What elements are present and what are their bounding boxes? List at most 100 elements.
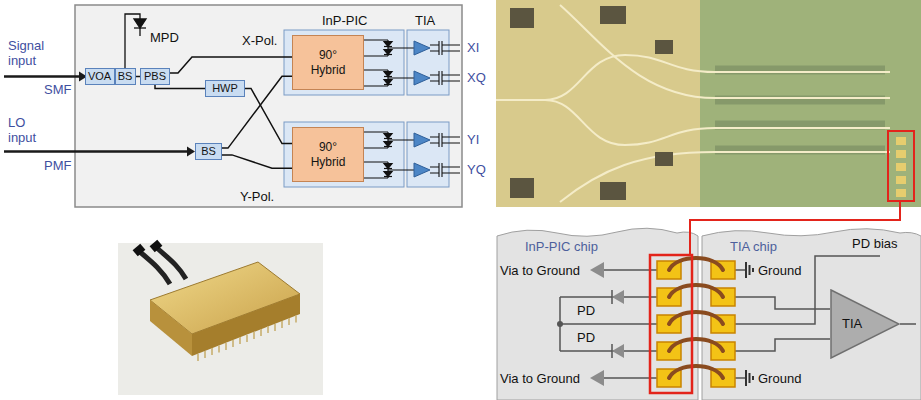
node-text: BS — [201, 145, 216, 157]
output-wires — [430, 163, 460, 177]
polarization-label: X-Pol. — [242, 33, 277, 48]
chip-photo — [560, 5, 890, 98]
module-photo — [150, 300, 192, 356]
photodiode-symbol — [557, 290, 624, 358]
component-box: BS — [195, 143, 222, 160]
chip-photo — [510, 8, 534, 28]
component-label: InP-PIC — [322, 13, 368, 28]
bond-wire — [669, 366, 723, 378]
chip-photo — [715, 70, 885, 150]
balanced-photodiodes — [384, 46, 392, 47]
balanced-photodiodes — [364, 162, 414, 178]
hybrid-box: 90° Hybrid — [292, 35, 364, 90]
balanced-photodiodes — [384, 142, 392, 147]
component-label: Ground — [758, 263, 801, 278]
chip-photo — [545, 55, 890, 100]
via-to-ground-symbol — [590, 262, 604, 278]
photodiode-symbol — [557, 321, 563, 327]
balanced-photodiodes — [364, 40, 414, 56]
balanced-photodiodes — [384, 76, 392, 77]
balanced-photodiodes — [384, 50, 392, 55]
chip-photo — [896, 150, 906, 158]
photodiode-symbol — [612, 344, 624, 358]
chip-photo — [896, 137, 906, 197]
zoom-highlight — [690, 201, 900, 254]
photodiode-symbol — [612, 290, 624, 304]
component-label: Ground — [758, 371, 801, 386]
component-box: VOA — [85, 68, 115, 85]
component-label: Via to Ground — [500, 371, 580, 386]
module-photo — [118, 243, 323, 395]
bond-pad — [657, 261, 735, 387]
component-box: HWP — [205, 80, 245, 97]
output-wires — [430, 41, 460, 177]
balanced-photodiodes — [384, 138, 392, 139]
balanced-photodiodes — [384, 146, 392, 147]
pin-name: YQ — [467, 162, 486, 177]
chip-photo — [896, 176, 906, 184]
node-text: VOA — [88, 70, 111, 82]
tia-amplifier-symbol — [414, 133, 430, 147]
ground-symbol — [746, 370, 753, 386]
fiber-connector — [170, 57, 292, 73]
chip-panel: TIA chipTIA — [702, 230, 921, 400]
balanced-photodiodes — [384, 84, 392, 85]
tia-amplifier-symbol — [414, 41, 430, 177]
zoom-highlight — [650, 201, 900, 393]
module-photo — [157, 248, 186, 279]
balanced-photodiodes — [364, 70, 414, 86]
pin-name: XI — [467, 40, 479, 55]
chip-photo — [896, 137, 906, 145]
component-label: PD — [577, 303, 595, 318]
node-text: 90° Hybrid — [305, 48, 351, 77]
amplifier-triangle: TIA — [830, 289, 900, 359]
balanced-photodiodes — [384, 172, 392, 177]
balanced-photodiodes — [364, 132, 414, 148]
chip-photo — [496, 5, 890, 202]
node-text: BS — [118, 70, 133, 82]
chip-photo — [700, 0, 921, 207]
chip-panel-outline — [497, 228, 698, 400]
chip-photo — [896, 163, 906, 171]
triangle-outline — [831, 290, 899, 358]
bond-wire — [669, 285, 723, 297]
balanced-photodiodes — [384, 168, 392, 169]
chip-photo — [545, 100, 890, 145]
hybrid-box: 90° Hybrid — [292, 127, 364, 182]
bond-wire — [669, 339, 723, 351]
output-wires — [430, 41, 460, 55]
chip-photo — [655, 152, 673, 166]
pin-name: XQ — [467, 70, 486, 85]
tia-amplifier-symbol — [414, 163, 430, 177]
bond-wire — [669, 258, 723, 270]
output-wires — [430, 133, 460, 147]
chip-photo — [510, 178, 534, 198]
module-housing — [407, 122, 449, 187]
via-to-ground-symbol — [590, 370, 604, 386]
node-text: 90° Hybrid — [305, 140, 351, 169]
chip-photo — [510, 6, 673, 200]
zoom-highlight — [650, 255, 692, 393]
component-box: BS — [115, 68, 136, 85]
component-label: TIA — [415, 13, 435, 28]
component-label: Via to Ground — [500, 263, 580, 278]
tia-wiring — [735, 256, 916, 378]
balanced-photodiodes — [384, 134, 392, 139]
module-housing — [75, 5, 462, 207]
component-box: PBS — [140, 68, 170, 85]
chip-photo — [496, 99, 545, 101]
balanced-photodiodes — [384, 42, 392, 47]
chip-photo — [655, 40, 673, 54]
module-housing — [75, 5, 462, 207]
polarization-label: Y-Pol. — [240, 189, 274, 204]
output-wires — [430, 71, 460, 85]
fiber-type: PMF — [44, 158, 71, 173]
fiber-connector — [222, 155, 292, 168]
input-arrow — [187, 147, 195, 157]
component-label: PD — [577, 330, 595, 345]
node-text: TIA — [842, 317, 862, 332]
component-label: MPD — [150, 30, 179, 45]
bond-wire — [669, 312, 723, 324]
chip-photo — [600, 6, 626, 24]
